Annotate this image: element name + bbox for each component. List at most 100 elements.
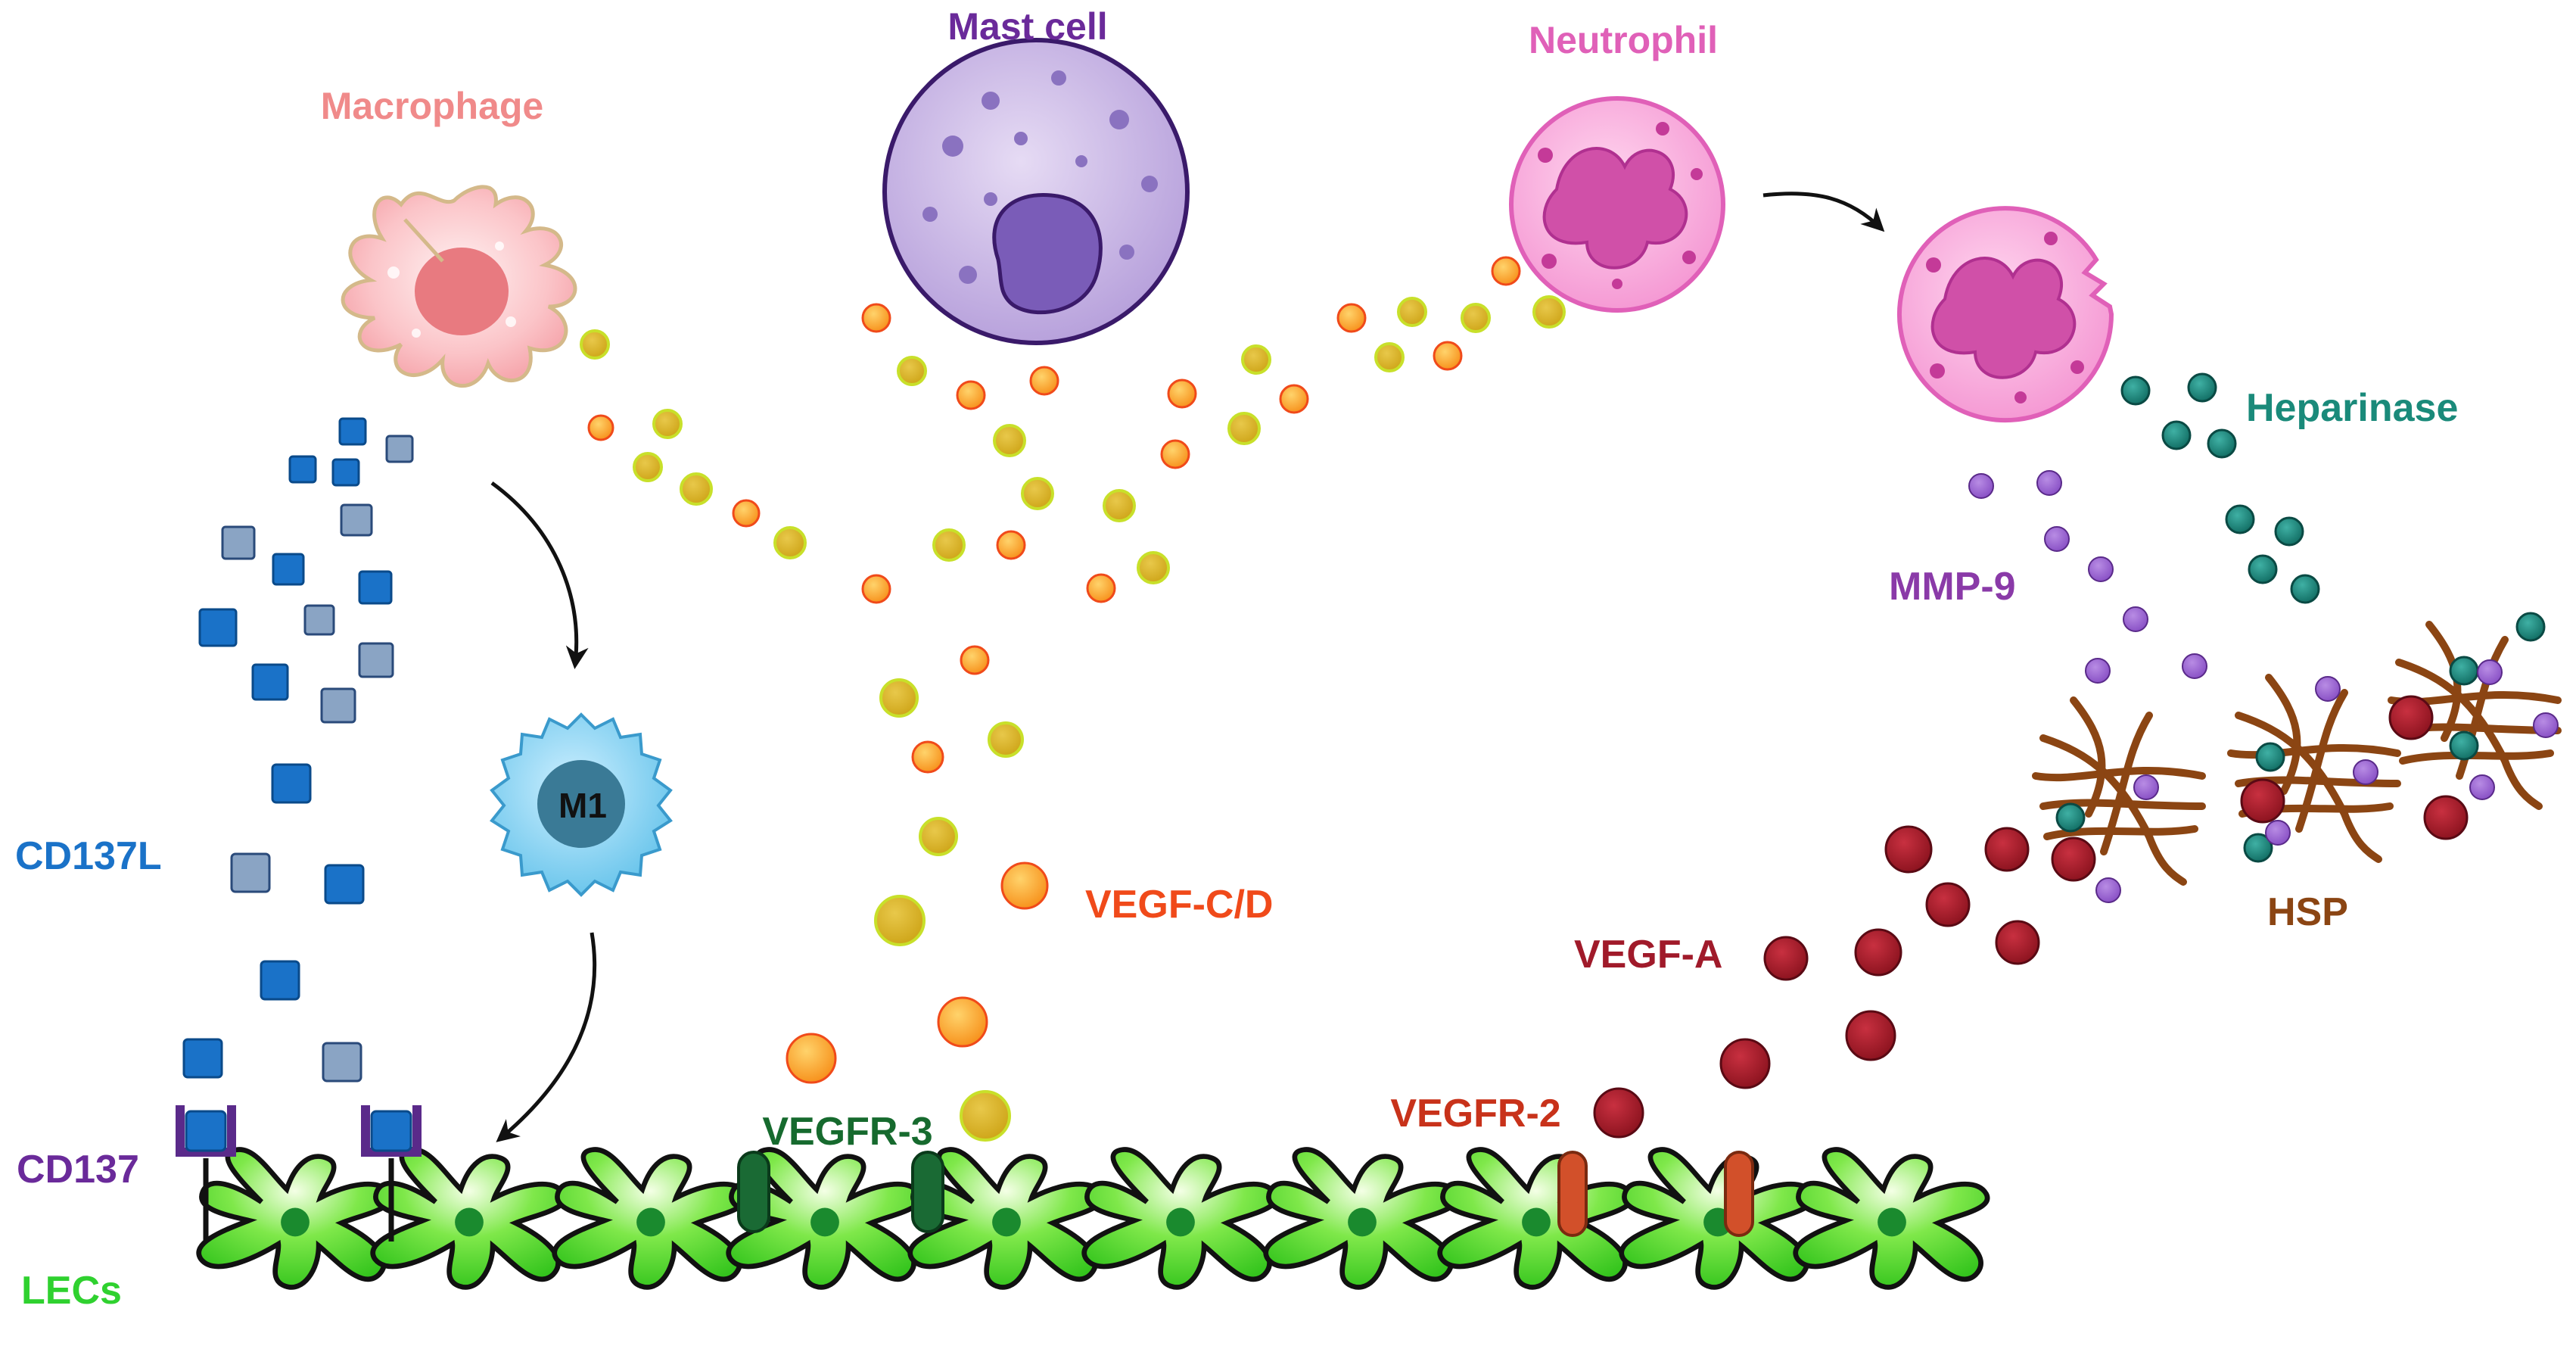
- neutrophil-activation-arrow: [1762, 192, 1885, 232]
- cd137l-square: [182, 1038, 223, 1079]
- vegf-particle: [1241, 344, 1271, 375]
- heparinase-particle: [2055, 802, 2086, 833]
- heparinase-particle: [2255, 742, 2285, 772]
- vegf-particle: [1532, 295, 1566, 329]
- vegf-a-particle: [1763, 936, 1809, 981]
- cd137l-molecules: [182, 417, 414, 1083]
- vegf-particle: [732, 499, 761, 528]
- heparinase-particle: [2225, 504, 2255, 534]
- mmp9-particle: [2088, 556, 2114, 582]
- vegf-particle: [932, 528, 966, 562]
- vegf-a-particle: [1884, 825, 1933, 874]
- mmp9-particles: [1968, 470, 2559, 903]
- lec-cell: [1440, 1149, 1632, 1287]
- heparinase-label: Heparinase: [2246, 386, 2458, 430]
- vegf-particle: [1433, 341, 1463, 371]
- vegf-a-particle: [2051, 837, 2096, 882]
- lecs-label: LECs: [21, 1269, 122, 1313]
- vegf-particle: [897, 356, 927, 386]
- vegf-particle: [680, 472, 713, 506]
- lec-cell: [1266, 1149, 1458, 1287]
- vegf-particle: [1029, 366, 1059, 396]
- heparinase-particle: [2290, 574, 2320, 604]
- vegf-particle: [1021, 477, 1054, 510]
- cd137-receptor: [176, 1105, 236, 1242]
- heparinase-particle: [2515, 612, 2546, 642]
- vegf-a-particle: [1854, 928, 1902, 977]
- mmp9-particle: [2095, 877, 2121, 903]
- cd137l-square: [331, 458, 360, 487]
- mmp9-particle: [2315, 676, 2341, 702]
- vegfr3-receptor: [737, 1151, 770, 1233]
- degranulating-neutrophil-icon: [1897, 206, 2114, 423]
- m1-to-lec-arrow: [496, 932, 597, 1142]
- mmp9-particle: [2133, 774, 2159, 800]
- mmp9-particle: [2085, 658, 2111, 684]
- vegf-cd-particles: [580, 256, 1566, 1142]
- vegfr2-receptor: [1557, 1151, 1588, 1237]
- cd137l-square: [303, 604, 335, 636]
- vegf-a-particle: [1593, 1087, 1644, 1139]
- vegf-particle: [919, 817, 958, 856]
- cd137l-square: [358, 570, 393, 605]
- vegf-particle: [1279, 384, 1309, 414]
- lec-chain: [199, 1149, 1987, 1287]
- vegf-particle: [1227, 412, 1261, 445]
- cd137l-square: [385, 435, 414, 463]
- cd137l-square: [260, 960, 300, 1001]
- lec-cell: [373, 1149, 565, 1287]
- macrophage-to-m1-arrow: [490, 481, 589, 669]
- heparinase-particle: [2274, 516, 2304, 547]
- heparinase-particle: [2449, 731, 2479, 761]
- vegf-a-particles: [1593, 825, 2040, 1139]
- vegf-a-particle: [1925, 882, 1971, 927]
- cd137l-square: [340, 503, 373, 537]
- vegf-particle: [861, 303, 891, 333]
- vegf-particle: [911, 740, 944, 774]
- vegf-a-particle: [1719, 1038, 1771, 1089]
- vegf-cd-label: VEGF-C/D: [1085, 883, 1273, 927]
- vegf-particle: [1491, 256, 1521, 286]
- cd137l-square: [198, 608, 238, 647]
- mmp9-particle: [2477, 659, 2503, 685]
- mmp9-particle: [2265, 820, 2291, 846]
- vegf-a-particle: [1845, 1010, 1896, 1061]
- cd137l-square: [322, 1042, 362, 1083]
- vegf-particle: [1086, 573, 1116, 603]
- vegf-particle: [633, 452, 663, 482]
- vegf-particle: [960, 1090, 1011, 1142]
- vegfr3-receptor: [911, 1151, 944, 1233]
- cd137-receptor: [361, 1105, 422, 1242]
- vegf-particle: [773, 526, 807, 559]
- vegf-particle: [1167, 379, 1197, 409]
- vegf-a-particle: [2423, 795, 2469, 840]
- vegf-particle: [988, 721, 1024, 758]
- neutrophil-label: Neutrophil: [1529, 19, 1718, 61]
- m1-macrophage-icon: [490, 712, 673, 897]
- vegf-a-particle: [2388, 695, 2434, 740]
- vegf-particle: [1160, 439, 1190, 469]
- vegf-particle: [874, 895, 926, 946]
- heparinase-particle: [2161, 420, 2192, 450]
- cd137l-square: [221, 525, 256, 560]
- mmp9-label: MMP-9: [1889, 565, 2016, 609]
- heparinase-particle: [2243, 833, 2273, 863]
- vegf-particle: [861, 574, 891, 604]
- vegf-particle: [879, 678, 919, 718]
- mast-cell-icon: [882, 38, 1190, 345]
- mmp9-particle: [2469, 774, 2495, 800]
- vegf-particle: [993, 424, 1026, 457]
- vegfr2-label: VEGFR-2: [1390, 1092, 1560, 1136]
- vegf-particle: [956, 380, 986, 410]
- lec-cell: [1796, 1149, 1987, 1287]
- cd137l-square: [251, 663, 289, 701]
- cd137l-square: [230, 852, 271, 893]
- mmp9-particle: [2036, 470, 2062, 496]
- vegf-particle: [1103, 489, 1136, 522]
- cd137l-square: [271, 763, 312, 804]
- vegf-particle: [652, 409, 683, 439]
- vegfr2-receptor: [1724, 1151, 1754, 1237]
- cd137l-square: [358, 642, 394, 678]
- vegf-particle: [1461, 303, 1491, 333]
